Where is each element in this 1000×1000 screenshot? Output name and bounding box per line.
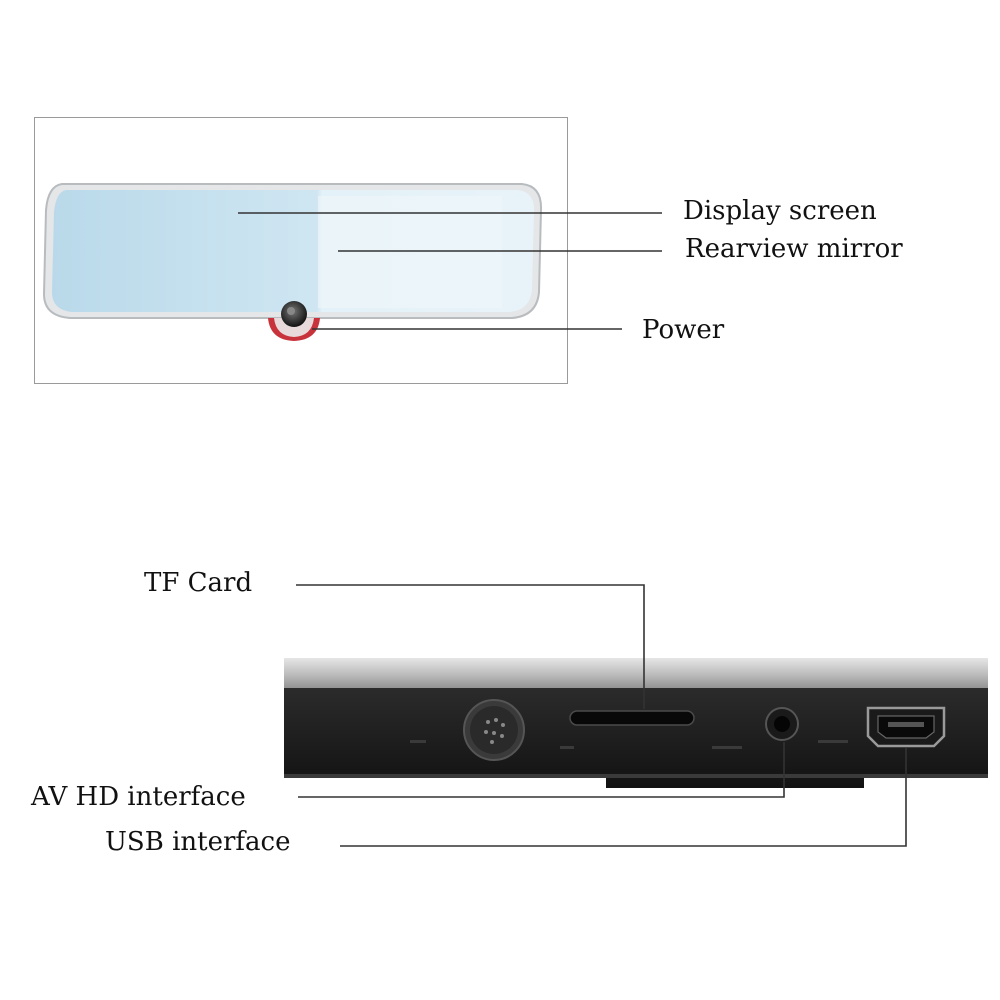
label-av-hd-interface: AV HD interface: [31, 782, 246, 812]
leader-tf-card: [296, 584, 645, 709]
label-rearview-mirror: Rearview mirror: [685, 234, 903, 264]
device-body: [284, 688, 988, 788]
tf-card-slot[interactable]: [569, 710, 695, 726]
device-top-edge: [284, 658, 988, 690]
leader-usb: [340, 748, 907, 847]
label-usb-interface: USB interface: [105, 827, 291, 857]
label-display-screen: Display screen: [683, 196, 877, 226]
power-button[interactable]: [281, 301, 307, 327]
usb-port[interactable]: [866, 706, 946, 748]
label-tf-card: TF Card: [144, 568, 253, 598]
leader-av-hd: [298, 742, 785, 798]
round-connector: [463, 699, 525, 761]
mirror-front-drawing: [42, 183, 662, 341]
av-hd-jack[interactable]: [765, 707, 799, 741]
display-screen-area: [318, 196, 502, 308]
label-power: Power: [642, 315, 725, 345]
